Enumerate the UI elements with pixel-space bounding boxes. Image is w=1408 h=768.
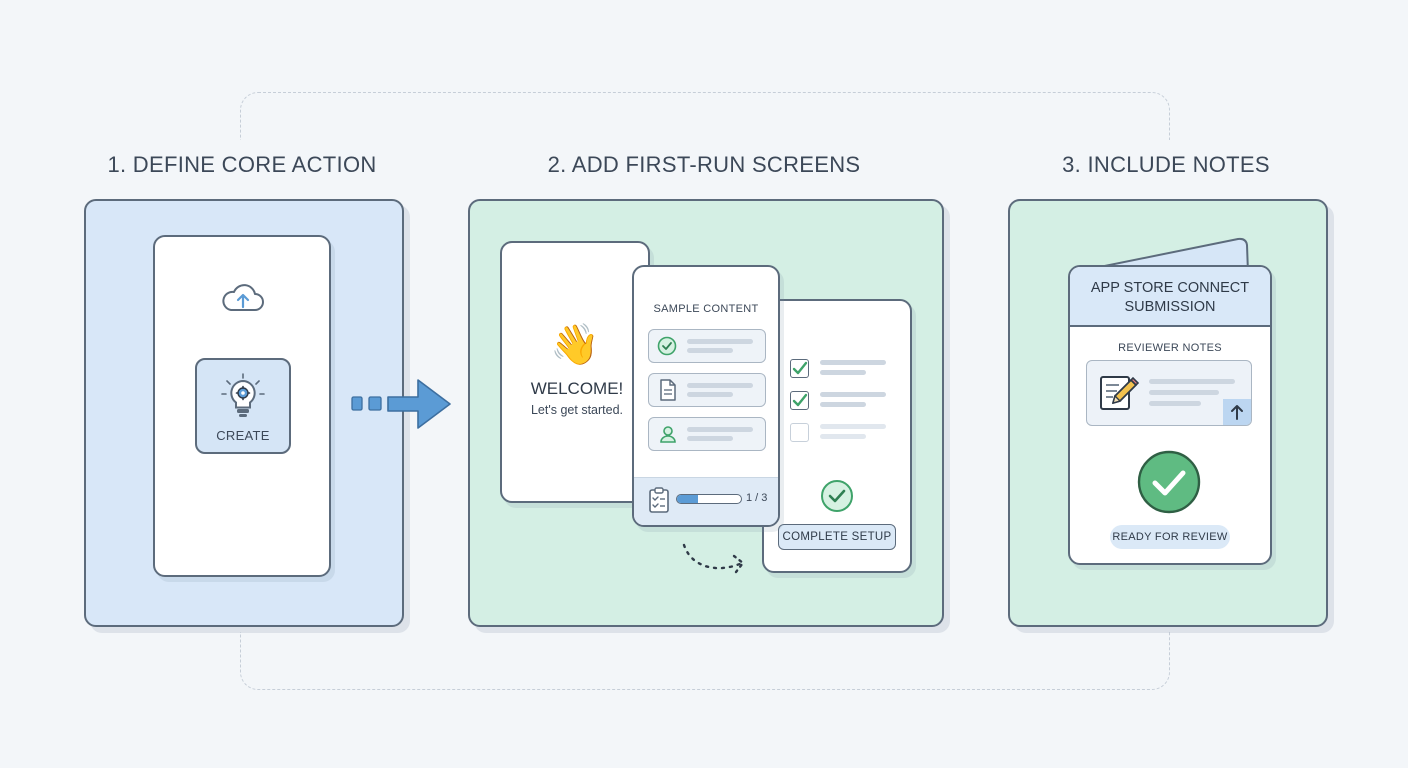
upload-button[interactable] <box>1223 399 1251 425</box>
step-1-panel: CREATE <box>84 199 404 627</box>
waving-hand-icon: 👋 <box>550 323 600 367</box>
list-item[interactable] <box>648 373 766 407</box>
progress-text: 1 / 3 <box>746 492 768 504</box>
submission-header: APP STORE CONNECT SUBMISSION <box>1070 267 1270 327</box>
progress-bar <box>676 494 742 504</box>
list-item[interactable] <box>648 417 766 451</box>
notepad-pencil-icon <box>1099 373 1140 418</box>
checklist-box-2[interactable] <box>790 391 809 410</box>
welcome-card: 👋 WELCOME! Let's get started. <box>500 241 650 503</box>
progress-bar-fill <box>677 495 699 503</box>
phone-screen: CREATE <box>153 235 331 577</box>
welcome-subtitle: Let's get started. <box>530 403 624 417</box>
sample-content-card: SAMPLE CONTENT <box>632 265 780 527</box>
list-item[interactable] <box>648 329 766 363</box>
step-3-title: 3. INCLUDE NOTES <box>1062 152 1270 177</box>
submission-card: APP STORE CONNECT SUBMISSION REVIEWER NO… <box>1068 265 1272 565</box>
complete-setup-button[interactable]: COMPLETE SETUP <box>778 524 896 550</box>
dotted-curve-arrow <box>680 539 750 588</box>
submission-title-line2: SUBMISSION <box>1124 299 1216 315</box>
check-circle-icon <box>1136 449 1202 520</box>
reviewer-notes-field[interactable] <box>1086 360 1252 426</box>
reviewer-notes-label: REVIEWER NOTES <box>1118 342 1222 354</box>
lightbulb-gear-icon <box>219 372 267 427</box>
check-circle-icon <box>657 336 677 361</box>
create-button[interactable]: CREATE <box>195 358 291 454</box>
create-label: CREATE <box>216 428 270 443</box>
sample-content-heading: SAMPLE CONTENT <box>653 303 759 315</box>
cloud-upload-icon <box>219 283 267 320</box>
check-circle-icon <box>820 479 854 518</box>
welcome-title: WELCOME! <box>530 379 624 398</box>
checklist-card: COMPLETE SETUP <box>762 299 912 573</box>
checklist-box-1[interactable] <box>790 359 809 378</box>
flow-arrow <box>350 378 454 435</box>
step-2-title: 2. ADD FIRST-RUN SCREENS <box>547 152 861 177</box>
clipboard-checklist-icon <box>648 487 670 518</box>
step-2-panel: COMPLETE SETUP 👋 WELCOME! Let's get star… <box>468 199 944 627</box>
folder-back-sheet <box>1066 235 1252 280</box>
user-icon <box>658 424 678 449</box>
progress-footer: 1 / 3 <box>634 477 778 525</box>
step-1-title: 1. DEFINE CORE ACTION <box>107 152 377 177</box>
step-3-panel: APP STORE CONNECT SUBMISSION REVIEWER NO… <box>1008 199 1328 627</box>
document-icon <box>659 379 677 406</box>
checklist-box-3[interactable] <box>790 423 809 442</box>
status-badge: READY FOR REVIEW <box>1110 525 1230 549</box>
submission-title-line1: APP STORE CONNECT <box>1090 280 1250 296</box>
arrow-up-icon <box>1229 403 1245 426</box>
